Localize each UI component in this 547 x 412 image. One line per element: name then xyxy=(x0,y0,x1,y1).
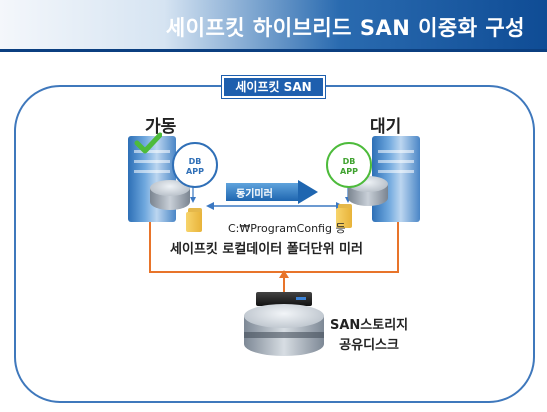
storage-label-line2: 공유디스크 xyxy=(339,338,399,353)
standby-app-icon: DB APP xyxy=(326,142,372,188)
sync-mirror-arrow: 동기미러 xyxy=(226,180,318,204)
standby-folder-icon xyxy=(336,204,354,228)
page-title: 세이프킷 하이브리드 SAN 이중화 구성 xyxy=(165,16,525,40)
path-text: C:₩ProgramConfig 등 xyxy=(228,222,346,235)
active-app-icon: DB APP xyxy=(172,142,218,188)
header-banner: 세이프킷 하이브리드 SAN 이중화 구성 xyxy=(0,0,547,52)
storage-label-line1: SAN스토리지 xyxy=(330,318,409,333)
active-disk-icon xyxy=(150,180,190,214)
active-folder-icon xyxy=(186,208,204,232)
sync-mirror-label: 동기미러 xyxy=(236,189,273,200)
active-node-label: 가동 xyxy=(145,117,177,137)
check-icon xyxy=(134,132,162,154)
san-switch-device xyxy=(256,292,312,306)
region-label: 세이프킷 SAN xyxy=(221,75,326,99)
standby-node-label: 대기 xyxy=(370,117,402,137)
storage-label: SAN스토리지 공유디스크 xyxy=(330,316,408,356)
san-storage-icon xyxy=(244,304,324,360)
folder-mirror-description: 세이프킷 로컬데이터 폴더단위 미러 xyxy=(170,242,363,257)
